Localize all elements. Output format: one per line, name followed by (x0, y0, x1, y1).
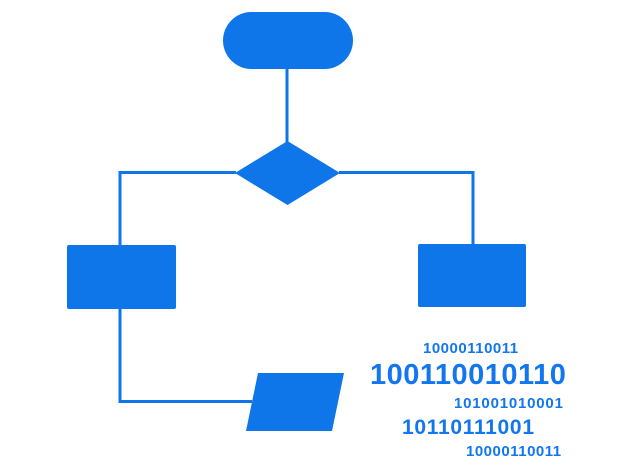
process-right-shape (418, 244, 526, 307)
input-output-parallelogram-shape (246, 373, 344, 431)
binary-label-4: 10110111001 (402, 416, 535, 439)
connector-decision-to-right-process (339, 171, 475, 245)
connector-decision-to-left-process (118, 171, 236, 246)
binary-label-3: 101001010001 (454, 395, 564, 412)
terminator-start-shape (223, 12, 353, 69)
decision-diamond-shape (235, 141, 340, 205)
binary-label-1: 10000110011 (423, 340, 519, 357)
process-left-shape (67, 245, 176, 309)
connector-left-process-to-io (118, 309, 252, 403)
binary-label-5: 10000110011 (466, 443, 562, 460)
binary-label-2: 100110010110 (370, 359, 567, 391)
